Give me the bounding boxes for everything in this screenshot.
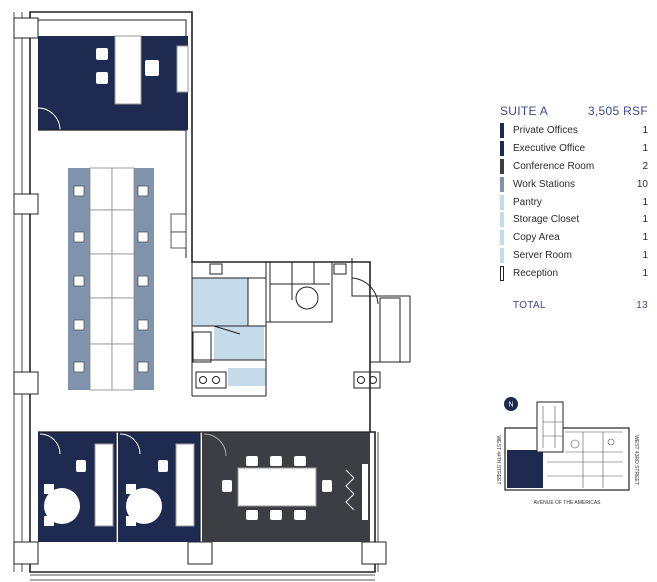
legend-label: Copy Area (513, 232, 560, 244)
legend-row: Reception 1 (500, 264, 648, 282)
legend-row: Executive Office 1 (500, 140, 648, 158)
legend-swatch (500, 123, 504, 139)
work-stations (68, 167, 154, 391)
window-wall-left (13, 12, 23, 572)
suite-area: 3,505 RSF (587, 104, 648, 118)
legend-label: Storage Closet (513, 214, 580, 226)
legend-swatch (500, 194, 504, 210)
legend-swatch (500, 265, 504, 281)
legend-label: Conference Room (513, 160, 595, 172)
private-office-1 (38, 432, 116, 542)
street-right: WEST 43RD STREET (633, 435, 639, 485)
legend-swatch (500, 247, 504, 263)
legend-row: Storage Closet 1 (500, 211, 648, 229)
total-label: TOTAL (513, 300, 546, 312)
legend-swatch (500, 176, 504, 192)
legend-label: Reception (513, 267, 559, 279)
floor-plan (13, 11, 411, 581)
legend-label: Private Offices (513, 125, 578, 137)
street-left: WEST 44TH STREET (495, 435, 501, 484)
legend-swatch (500, 230, 504, 246)
legend-count: 1 (642, 232, 648, 244)
legend-count: 1 (642, 196, 648, 208)
key-plan: N AVENUE OF THE AMERICAS WEST 44TH STREE… (495, 397, 639, 506)
legend-swatch (500, 141, 504, 157)
legend-count: 1 (642, 125, 648, 137)
legend-label: Executive Office (513, 143, 586, 155)
reception-area (351, 258, 411, 363)
street-bottom: AVENUE OF THE AMERICAS (533, 500, 601, 506)
legend-count: 2 (642, 160, 648, 172)
interior-wall-line (38, 19, 187, 258)
legend-label: Work Stations (513, 178, 576, 190)
legend-row: Pantry 1 (500, 193, 648, 211)
north-label: N (508, 402, 513, 409)
legend-count: 10 (636, 178, 648, 190)
north-arrow-icon (504, 397, 518, 411)
private-office-2 (118, 432, 200, 542)
legend-row: Private Offices 1 (500, 122, 648, 140)
legend-label: Server Room (513, 249, 572, 261)
window-wall-bottom (30, 574, 375, 581)
legend-count: 1 (642, 267, 648, 279)
support-rooms (191, 261, 381, 397)
legend-swatch (500, 158, 504, 174)
legend-count: 1 (642, 143, 648, 155)
legend-row: Server Room 1 (500, 247, 648, 265)
legend-row: Copy Area 1 (500, 229, 648, 247)
facade-columns (13, 17, 387, 565)
legend-row: Work Stations 10 (500, 175, 648, 193)
legend-total: TOTAL 13 (500, 300, 648, 311)
legend-swatch (500, 212, 504, 228)
total-count: 13 (636, 300, 648, 312)
legend-count: 1 (642, 214, 648, 226)
suite-name: SUITE A (500, 104, 549, 118)
conference-room (202, 432, 370, 542)
legend-row: Conference Room 2 (500, 158, 648, 176)
legend-count: 1 (642, 249, 648, 261)
legend-header: SUITE A 3,505 RSF (500, 104, 648, 122)
legend-label: Pantry (513, 196, 542, 208)
executive-office (37, 35, 189, 131)
